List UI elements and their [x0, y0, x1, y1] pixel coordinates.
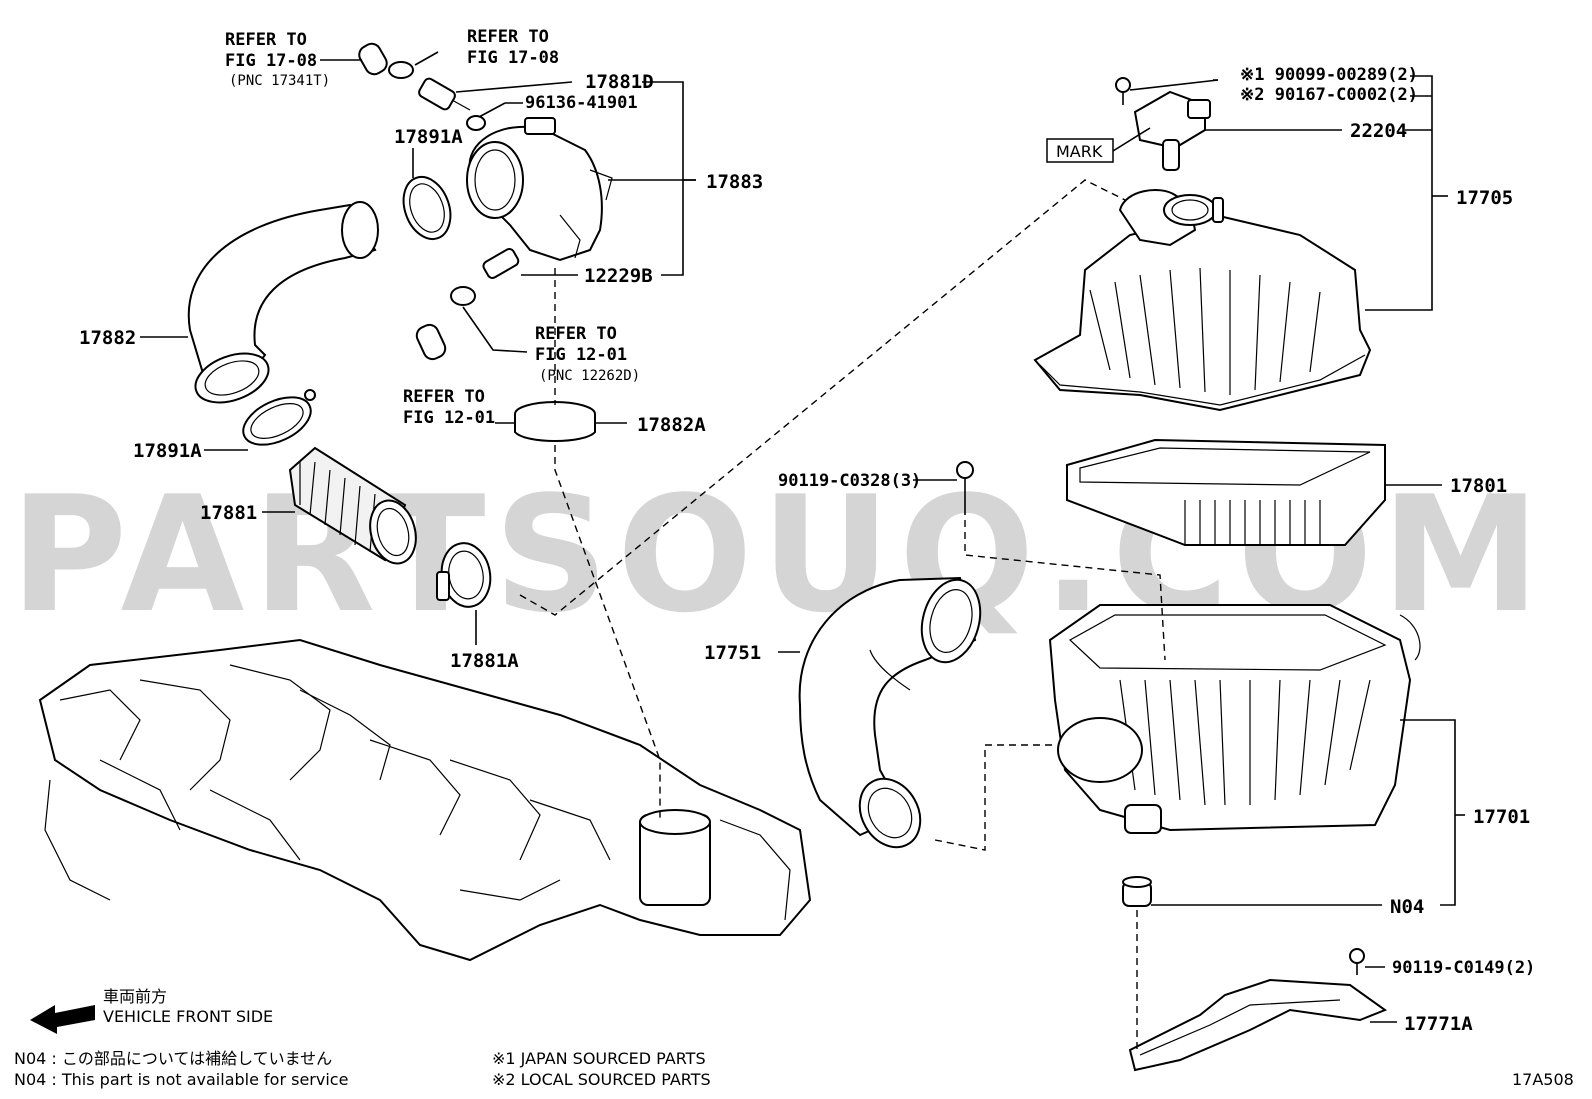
note-n04-jp: N04 : この部品については補給していません	[14, 1049, 332, 1068]
label-90119-C0328[interactable]: 90119-C0328(3)	[778, 471, 921, 491]
svg-text:REFER TO: REFER TO	[467, 27, 549, 47]
label-90119-C0149[interactable]: 90119-C0149(2)	[1392, 958, 1535, 978]
label-90099-00289[interactable]: ※1 90099-00289(2)	[1240, 65, 1418, 85]
label-17891A-top[interactable]: 17891A	[394, 126, 463, 148]
label-17801[interactable]: 17801	[1450, 475, 1507, 497]
bolt-90119-C0149	[1349, 948, 1365, 975]
svg-text:(PNC 12262D): (PNC 12262D)	[539, 368, 640, 384]
ref-fig-12-01-b: REFER TO FIG 12-01	[403, 387, 495, 428]
svg-text:REFER TO: REFER TO	[225, 30, 307, 50]
grommet-N04	[1122, 876, 1152, 907]
hose-ref-12-01	[415, 323, 447, 361]
bellows-hose-17881	[288, 446, 417, 565]
label-17771A[interactable]: 17771A	[1404, 1013, 1473, 1035]
clamp-17881A-screw	[436, 571, 450, 601]
label-17882[interactable]: 17882	[79, 327, 136, 349]
label-96136-41901[interactable]: 96136-41901	[525, 93, 638, 113]
clip-96136-41901	[466, 115, 486, 131]
label-12229B[interactable]: 12229B	[584, 265, 653, 287]
svg-text:車両前方: 車両前方	[103, 987, 167, 1006]
clamp-17882A	[514, 401, 596, 442]
air-filter-element-17801	[1066, 438, 1386, 546]
label-17882A[interactable]: 17882A	[637, 414, 706, 436]
ref-fig-17-08-a: REFER TO FIG 17-08 (PNC 17341T)	[225, 30, 330, 89]
ref-fig-12-01-a: REFER TO FIG 12-01 (PNC 12262D)	[535, 324, 640, 384]
svg-text:FIG 12-01: FIG 12-01	[535, 345, 627, 365]
bracket-17771A	[1128, 978, 1388, 1072]
arrow-left-icon	[30, 1005, 95, 1034]
label-17705[interactable]: 17705	[1456, 187, 1513, 209]
dashed-connectors	[519, 179, 1166, 1050]
label-17891A-mid[interactable]: 17891A	[133, 440, 202, 462]
pipe-12229B	[482, 248, 520, 279]
svg-text:REFER TO: REFER TO	[535, 324, 617, 344]
label-17881A[interactable]: 17881A	[450, 650, 519, 672]
label-17701[interactable]: 17701	[1473, 806, 1530, 828]
sensor-17881D	[418, 77, 471, 111]
air-flow-meter-22204	[1133, 90, 1211, 171]
label-17881D[interactable]: 17881D	[585, 71, 654, 93]
label-17883[interactable]: 17883	[706, 171, 763, 193]
clip-ref-17-08	[388, 61, 414, 79]
ref-fig-17-08-b: REFER TO FIG 17-08	[467, 27, 559, 68]
intake-hose-17751	[798, 576, 982, 849]
label-17751[interactable]: 17751	[704, 642, 761, 664]
note-n04-en: N04 : This part is not available for ser…	[14, 1070, 348, 1089]
throttle-body	[466, 117, 613, 262]
screw-90099	[1115, 77, 1131, 105]
svg-text:FIG 17-08: FIG 17-08	[467, 48, 559, 68]
engine-illustration	[38, 638, 812, 962]
clip-ref-12-01	[450, 286, 476, 306]
clamp-17891A-top	[402, 176, 452, 240]
svg-text:VEHICLE FRONT SIDE: VEHICLE FRONT SIDE	[103, 1007, 273, 1026]
clamp-17891A-mid	[242, 396, 312, 446]
svg-text:(PNC 17341T): (PNC 17341T)	[229, 73, 330, 89]
label-N04[interactable]: N04	[1390, 896, 1424, 918]
svg-text:FIG 17-08: FIG 17-08	[225, 51, 317, 71]
hose-17882	[187, 201, 379, 404]
svg-text:REFER TO: REFER TO	[403, 387, 485, 407]
air-cleaner-case-17701	[1048, 604, 1421, 834]
note-local-sourced: ※2 LOCAL SOURCED PARTS	[492, 1070, 711, 1089]
air-cleaner-cap-17705	[1033, 189, 1372, 412]
leader-lines	[140, 51, 1465, 1023]
figure-code: 17A508	[1512, 1070, 1574, 1089]
label-17881[interactable]: 17881	[200, 502, 257, 524]
hose-ref-17-08	[358, 42, 388, 76]
label-22204[interactable]: 22204	[1350, 120, 1407, 142]
vehicle-front-direction: 車両前方 VEHICLE FRONT SIDE	[30, 987, 273, 1034]
note-japan-sourced: ※1 JAPAN SOURCED PARTS	[492, 1049, 706, 1068]
label-90167-C0002[interactable]: ※2 90167-C0002(2)	[1240, 85, 1418, 105]
bolt-90119-C0328	[956, 461, 974, 515]
svg-text:FIG 12-01: FIG 12-01	[403, 408, 495, 428]
mark-label: MARK	[1056, 142, 1103, 161]
